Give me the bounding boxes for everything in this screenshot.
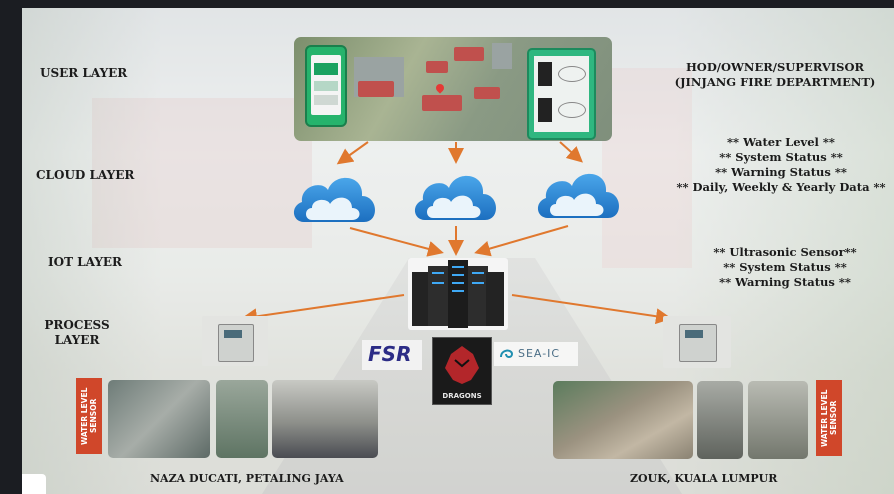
iot-info-item: ** System Status ** [723, 260, 847, 274]
stakeholder-line-2: (JINJANG FIRE DEPARTMENT) [674, 75, 876, 89]
cloud-icon [537, 173, 620, 218]
site-name-right: ZOUK, KUALA LUMPUR [630, 472, 778, 485]
cloud-info-list: ** Water Level ** ** System Status ** **… [668, 135, 894, 195]
iot-layer-label: IOT LAYER [48, 255, 123, 269]
sea-ic-logo: SEA-IC [494, 342, 578, 366]
smartphone-app-icon [305, 45, 347, 127]
site-worker-photo-right [697, 381, 743, 459]
tablet-dashboard-icon [527, 48, 596, 140]
cloud-info-item: ** Water Level ** [727, 135, 835, 149]
server-rack-icon [408, 258, 508, 330]
cloud-info-item: ** Daily, Weekly & Yearly Data ** [676, 180, 886, 194]
dragons-logo: DRAGONS [432, 337, 492, 405]
iot-info-item: ** Ultrasonic Sensor** [713, 245, 857, 259]
cloud-layer-label: CLOUD LAYER [36, 168, 135, 182]
arrow-server-process-left [241, 294, 405, 325]
site-name-left: NAZA DUCATI, PETALING JAYA [150, 472, 344, 485]
site-aerial-photo-left [108, 380, 210, 458]
process-controller-left [202, 316, 268, 366]
dragons-logo-text: DRAGONS [442, 392, 482, 400]
stakeholder-line-1: HOD/OWNER/SUPERVISOR [685, 60, 865, 74]
arrow-cloud-server-right [474, 225, 569, 257]
user-layer-label: USER LAYER [40, 66, 128, 80]
corner-tab [22, 474, 46, 494]
fsr-logo-text: FSR [368, 342, 412, 366]
water-level-sensor-badge-left: WATER LEVEL SENSOR [76, 378, 102, 454]
sea-ic-logo-text: SEA-IC [518, 347, 561, 360]
arrow-user-cloud-left [336, 141, 369, 165]
site-ditch-photo-left [216, 380, 268, 458]
site-team-photo-right [748, 381, 808, 459]
cloud-info-item: ** System Status ** [719, 150, 843, 164]
iot-info-item: ** Warning Status ** [719, 275, 851, 289]
process-controller-right [663, 316, 731, 368]
iot-info-list: ** Ultrasonic Sensor** ** System Status … [690, 245, 880, 290]
stakeholder-heading: HOD/OWNER/SUPERVISOR (JINJANG FIRE DEPAR… [660, 60, 890, 90]
team-photo-left [272, 380, 378, 458]
arrow-user-cloud-right [559, 141, 583, 163]
arrow-cloud-server-left [349, 227, 444, 257]
site-aerial-photo-right [553, 381, 693, 459]
water-level-sensor-badge-right: WATER LEVEL SENSOR [816, 380, 842, 456]
arrow-server-process-right [511, 294, 672, 325]
cloud-info-item: ** Warning Status ** [715, 165, 847, 179]
cloud-icon [414, 175, 497, 220]
fsr-logo: FSR [362, 340, 422, 370]
process-layer-label: PROCESS LAYER [44, 318, 110, 347]
cloud-icon [293, 177, 376, 222]
